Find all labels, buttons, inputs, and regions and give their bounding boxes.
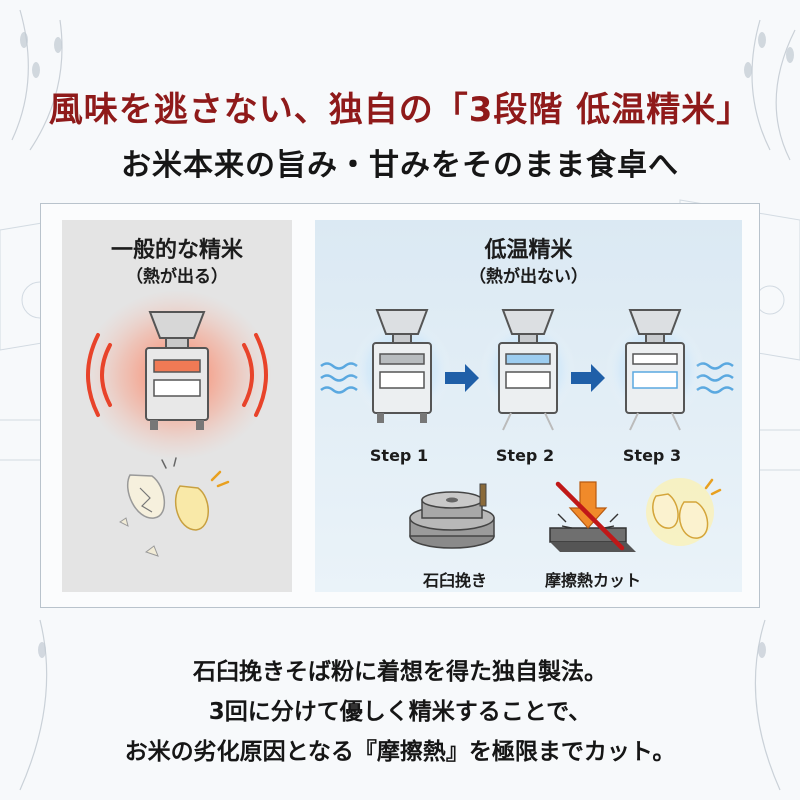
step-1-label: Step 1 — [369, 446, 429, 465]
step-2-label: Step 2 — [495, 446, 555, 465]
cool-waves-left-icon — [320, 362, 358, 394]
step-3-label: Step 3 — [622, 446, 682, 465]
millstone-icon — [409, 483, 495, 549]
body-text-line-2: 3回に分けて優しく精米することで、 — [208, 699, 592, 725]
heat-waves-icon — [86, 333, 268, 417]
no-friction-heat-icon — [549, 481, 636, 552]
mill-step-2-icon — [480, 309, 576, 431]
low-temp-subtitle: （熱が出ない） — [469, 267, 588, 287]
body-text-line-3: お米の劣化原因となる『摩擦熱』を極限までカット。 — [124, 739, 676, 765]
heated-mill-illustration — [82, 290, 272, 557]
cracked-rice-icon — [119, 457, 230, 557]
friction-cut-caption: 摩擦熱カット — [544, 571, 641, 590]
conventional-title: 一般的な精米 — [110, 238, 243, 263]
glowing-rice-icon — [646, 478, 722, 546]
mill-step-1-icon — [352, 309, 452, 423]
arrow-right-icon — [571, 364, 605, 392]
body-text-line-1: 石臼挽きそば粉に着想を得た独自製法。 — [193, 659, 607, 685]
subheadline: お米本来の旨み・甘みをそのまま食卓へ — [121, 148, 679, 183]
conventional-subtitle: （熱が出る） — [126, 267, 228, 287]
low-temp-title: 低温精米 — [484, 238, 573, 263]
arrow-right-icon — [445, 364, 479, 392]
headline: 風味を逃さない、独自の「3段階 低温精米」 — [48, 90, 752, 130]
rice-mill-icon — [145, 311, 209, 430]
method-icons — [409, 478, 722, 552]
mill-step-3-icon — [605, 309, 705, 431]
three-step-mill-illustration — [320, 309, 734, 431]
millstone-caption: 石臼挽き — [422, 571, 487, 590]
